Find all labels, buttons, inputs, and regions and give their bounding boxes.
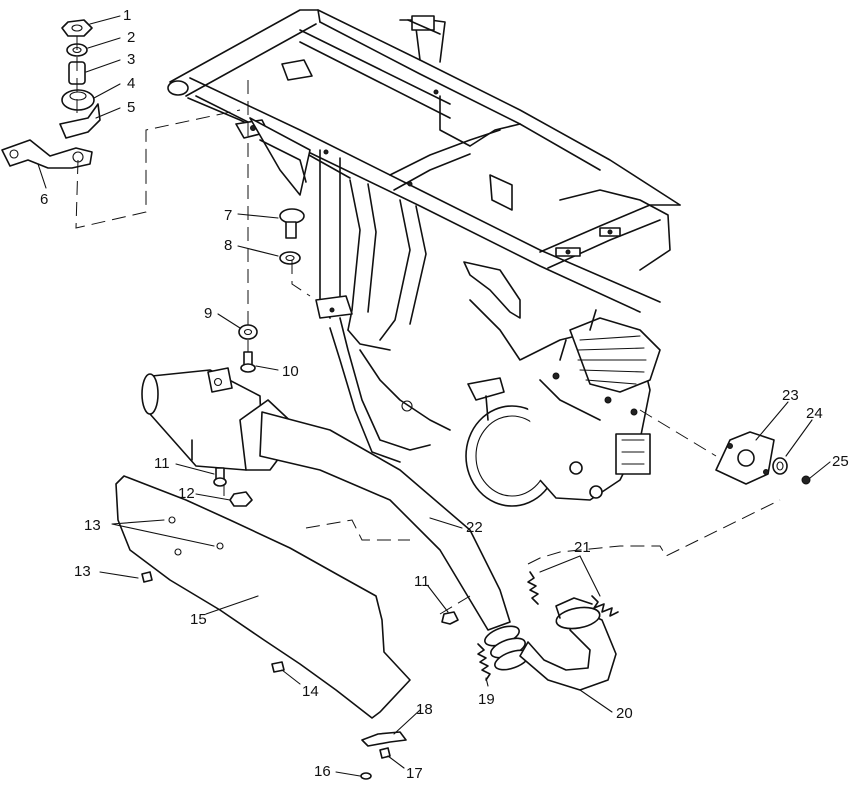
callout-11-muffler: 11 — [154, 455, 170, 472]
callout-9: 9 — [204, 305, 212, 322]
callout-19: 19 — [478, 691, 495, 708]
callout-22: 22 — [466, 519, 483, 536]
callout-6: 6 — [40, 191, 48, 208]
callout-23: 23 — [782, 387, 799, 404]
callout-7: 7 — [224, 207, 232, 224]
callout-13-screw: 13 — [74, 563, 91, 580]
callout-2: 2 — [127, 29, 135, 46]
exhaust-pipe — [259, 411, 617, 691]
callout-16: 16 — [314, 763, 331, 780]
callout-17: 17 — [406, 765, 423, 782]
callout-5: 5 — [127, 99, 135, 116]
callout-20: 20 — [616, 705, 633, 722]
frame — [167, 9, 681, 463]
heat-shield — [115, 475, 411, 719]
callout-21: 21 — [574, 539, 591, 556]
callout-1: 1 — [123, 7, 131, 24]
alignment-lines — [75, 36, 781, 615]
callout-labels: 1 2 3 4 5 6 7 8 9 10 11 11 12 13 13 14 1… — [40, 7, 849, 782]
callout-3: 3 — [127, 51, 135, 68]
callout-13-shield: 13 — [84, 517, 101, 534]
callout-24: 24 — [806, 405, 823, 422]
callout-8: 8 — [224, 237, 232, 254]
callout-15: 15 — [190, 611, 207, 628]
callout-18: 18 — [416, 701, 433, 718]
callout-25: 25 — [832, 453, 849, 470]
callout-12: 12 — [178, 485, 195, 502]
callout-10: 10 — [282, 363, 299, 380]
callout-11-pipe: 11 — [414, 573, 430, 590]
hardware — [1, 19, 619, 780]
exhaust-flange — [715, 431, 811, 485]
engine — [465, 309, 661, 507]
callout-4: 4 — [127, 75, 135, 92]
callout-14: 14 — [302, 683, 319, 700]
leader-lines — [37, 15, 831, 777]
